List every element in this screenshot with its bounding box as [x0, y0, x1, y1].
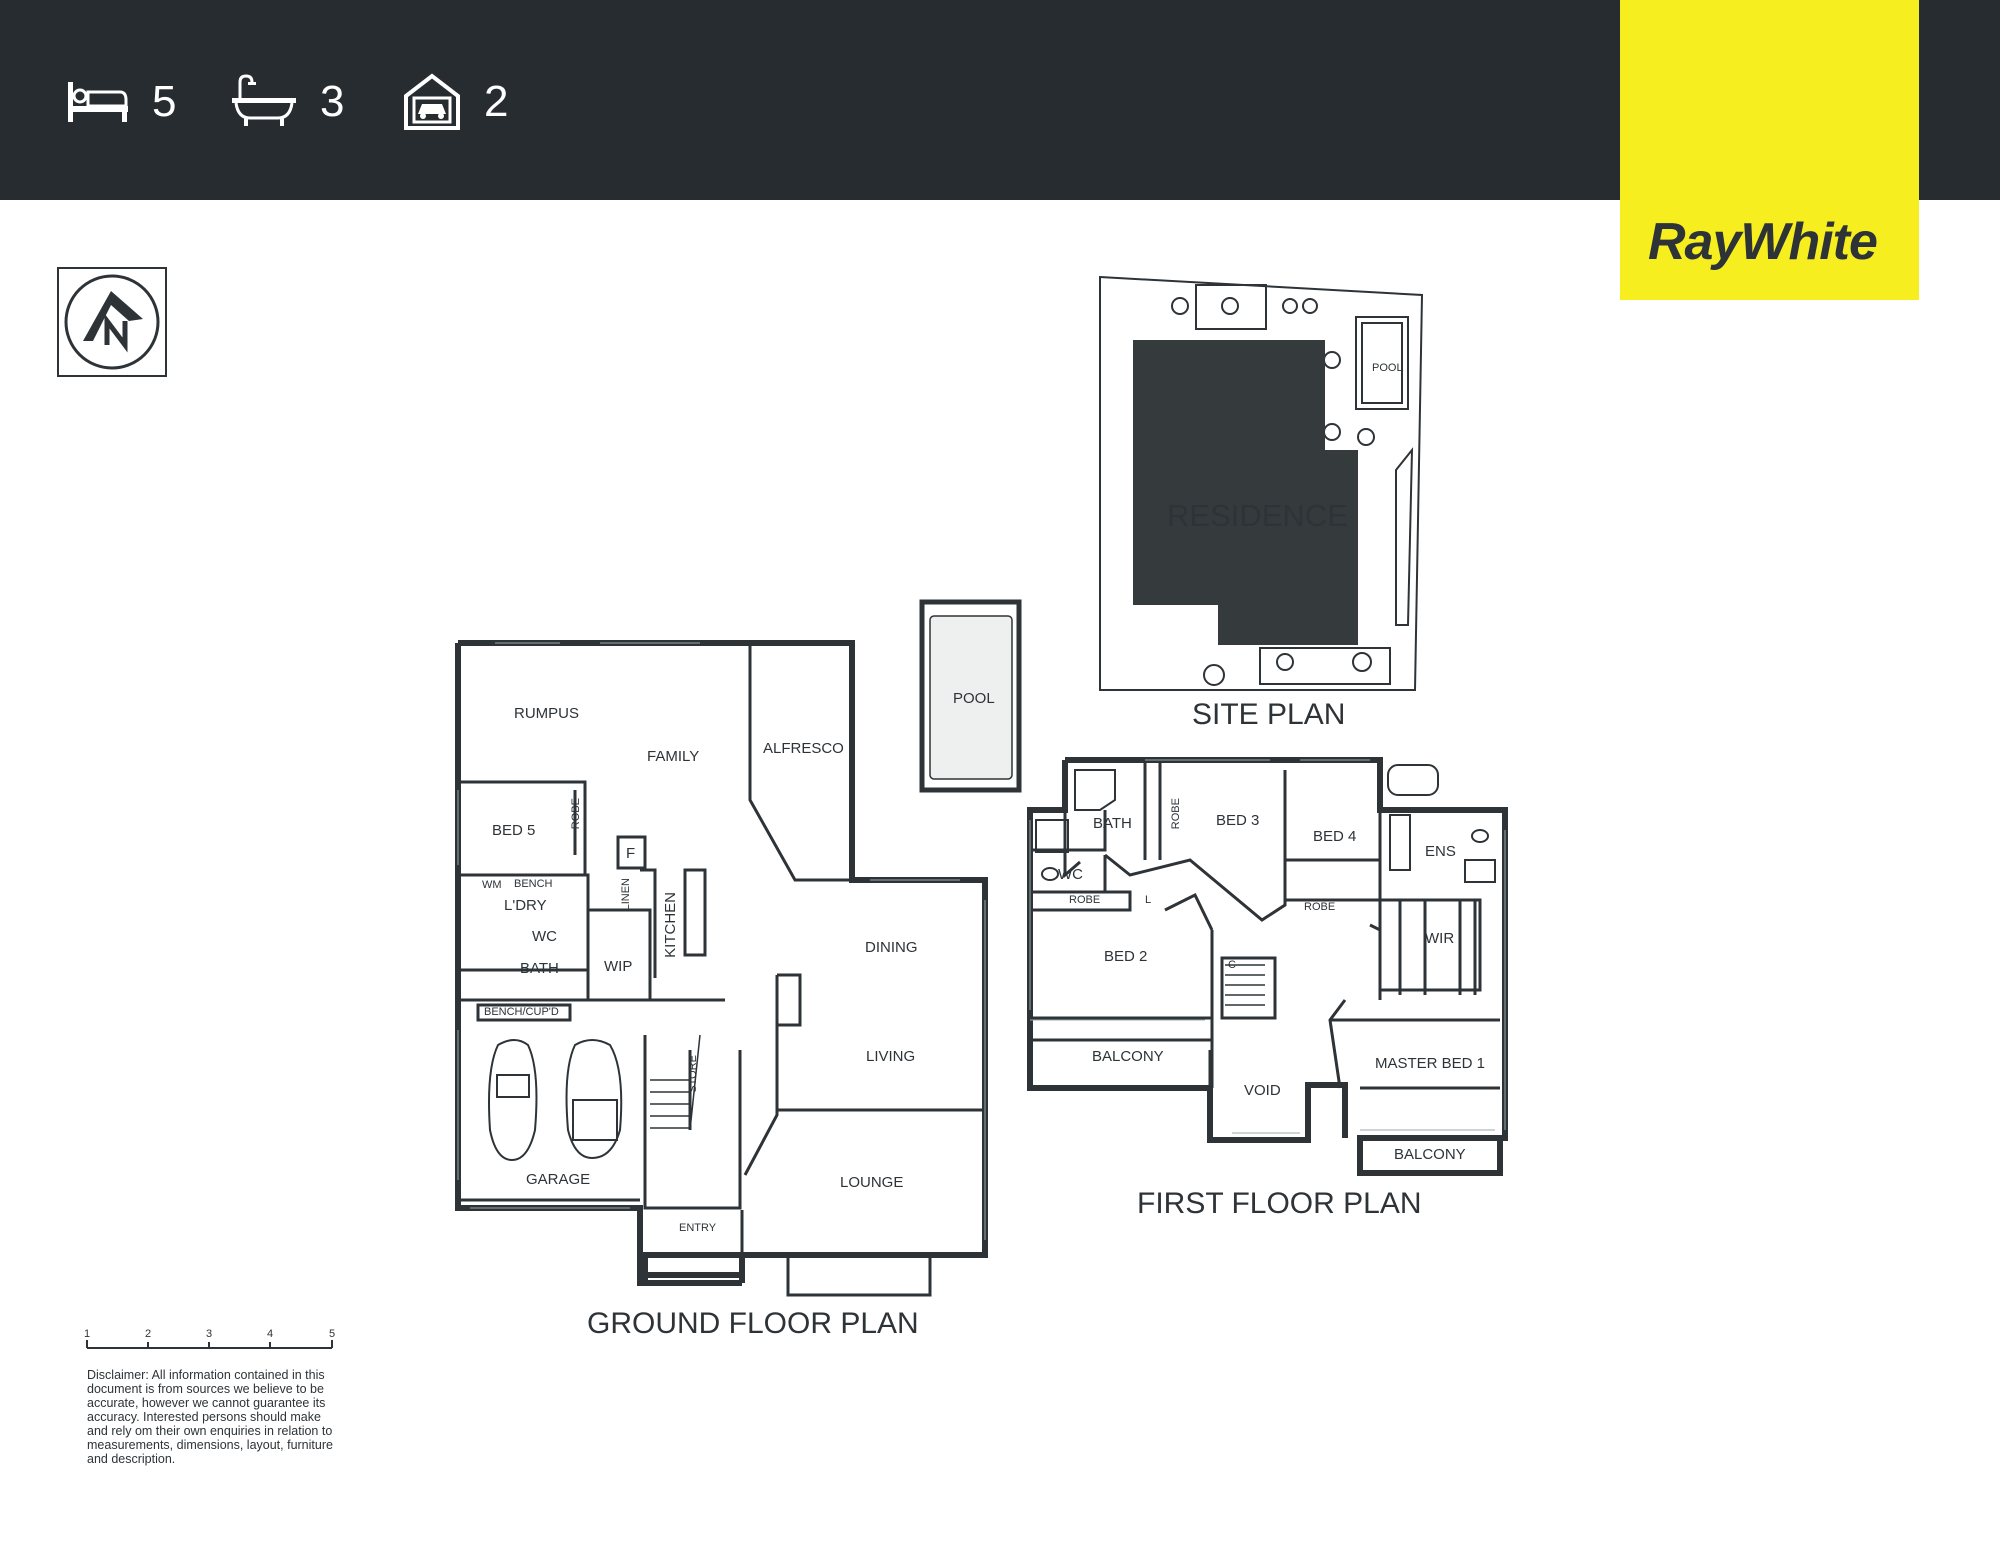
room-dining: DINING [865, 939, 918, 956]
ff-room-c: C [1228, 959, 1236, 971]
scale-label-4: 4 [267, 1328, 274, 1340]
ff-room-bed3: BED 3 [1216, 812, 1260, 829]
room-robe: ROBE [570, 798, 582, 830]
ff-room-balcony1: BALCONY [1092, 1048, 1164, 1065]
room-garage: GARAGE [526, 1171, 591, 1188]
room-entry: ENTRY [679, 1222, 717, 1234]
scale-label-3: 3 [206, 1328, 213, 1340]
ground-floor-title: GROUND FLOOR PLAN [587, 1307, 919, 1340]
north-compass [57, 267, 167, 377]
room-wip: WIP [604, 958, 633, 975]
beds-count: 5 [152, 77, 177, 126]
ff-room-robe-v: ROBE [1170, 798, 1182, 830]
ff-room-bed2: BED 2 [1104, 948, 1148, 965]
beds-stat: 5 [66, 70, 176, 134]
room-family: FAMILY [647, 748, 700, 765]
garage-icon [404, 73, 460, 130]
bath-icon [232, 74, 296, 126]
scale-label-1: 1 [84, 1328, 91, 1340]
ff-room-wc: WC [1058, 866, 1083, 883]
room-bench: BENCH [514, 878, 553, 890]
residence-block [1133, 340, 1358, 645]
raywhite-logo: RayWhite [1620, 0, 1919, 300]
ff-room-void: VOID [1244, 1082, 1281, 1099]
ff-room-bath: BATH [1093, 815, 1132, 832]
room-wm: WM [482, 879, 502, 891]
room-f: F [626, 845, 636, 862]
room-ldry: L'DRY [504, 897, 547, 914]
room-wc: WC [532, 928, 557, 945]
ff-room-robe2: ROBE [1304, 901, 1336, 913]
room-bath: BATH [520, 960, 559, 977]
ff-room-master: MASTER BED 1 [1375, 1055, 1486, 1072]
garage-stat: 2 [402, 70, 508, 134]
room-living: LIVING [866, 1048, 916, 1065]
baths-count: 3 [320, 77, 345, 126]
site-plan-title: SITE PLAN [1192, 698, 1346, 731]
bed-icon [68, 82, 128, 122]
room-bench-cupd: BENCH/CUP'D [484, 1006, 559, 1018]
disclaimer-text: Disclaimer: All information contained in… [87, 1368, 333, 1466]
ff-room-ens: ENS [1425, 843, 1456, 860]
room-rumpus: RUMPUS [514, 705, 580, 722]
garage-count: 2 [484, 77, 509, 126]
residence-label: RESIDENCE [1167, 498, 1348, 533]
ground-floor-walls [455, 640, 988, 1286]
scale-bar-lines [86, 1340, 333, 1349]
brand-name: RayWhite [1648, 213, 1878, 271]
north-arrow-icon [64, 274, 160, 370]
room-linen: LINEN [620, 878, 632, 911]
ff-room-balcony2: BALCONY [1394, 1146, 1466, 1163]
room-pool: POOL [953, 690, 995, 707]
garage-cars [488, 1039, 623, 1162]
scale-label-2: 2 [145, 1328, 152, 1340]
room-kitchen: KITCHEN [662, 892, 679, 958]
scale-label-5: 5 [329, 1328, 336, 1340]
first-floor-title: FIRST FLOOR PLAN [1137, 1187, 1422, 1220]
baths-stat: 3 [230, 70, 344, 134]
room-lounge: LOUNGE [840, 1174, 904, 1191]
ff-room-robe1: ROBE [1069, 894, 1101, 906]
room-bed5: BED 5 [492, 822, 536, 839]
site-pool-label: POOL [1372, 362, 1403, 374]
room-store: STORE [687, 1055, 699, 1093]
pool-outline [919, 599, 1022, 793]
ff-room-l: L [1145, 894, 1152, 906]
ff-room-bed4: BED 4 [1313, 828, 1357, 845]
site-plan [1099, 275, 1424, 691]
ff-room-wir: WIR [1425, 930, 1455, 947]
room-alfresco: ALFRESCO [763, 740, 844, 757]
